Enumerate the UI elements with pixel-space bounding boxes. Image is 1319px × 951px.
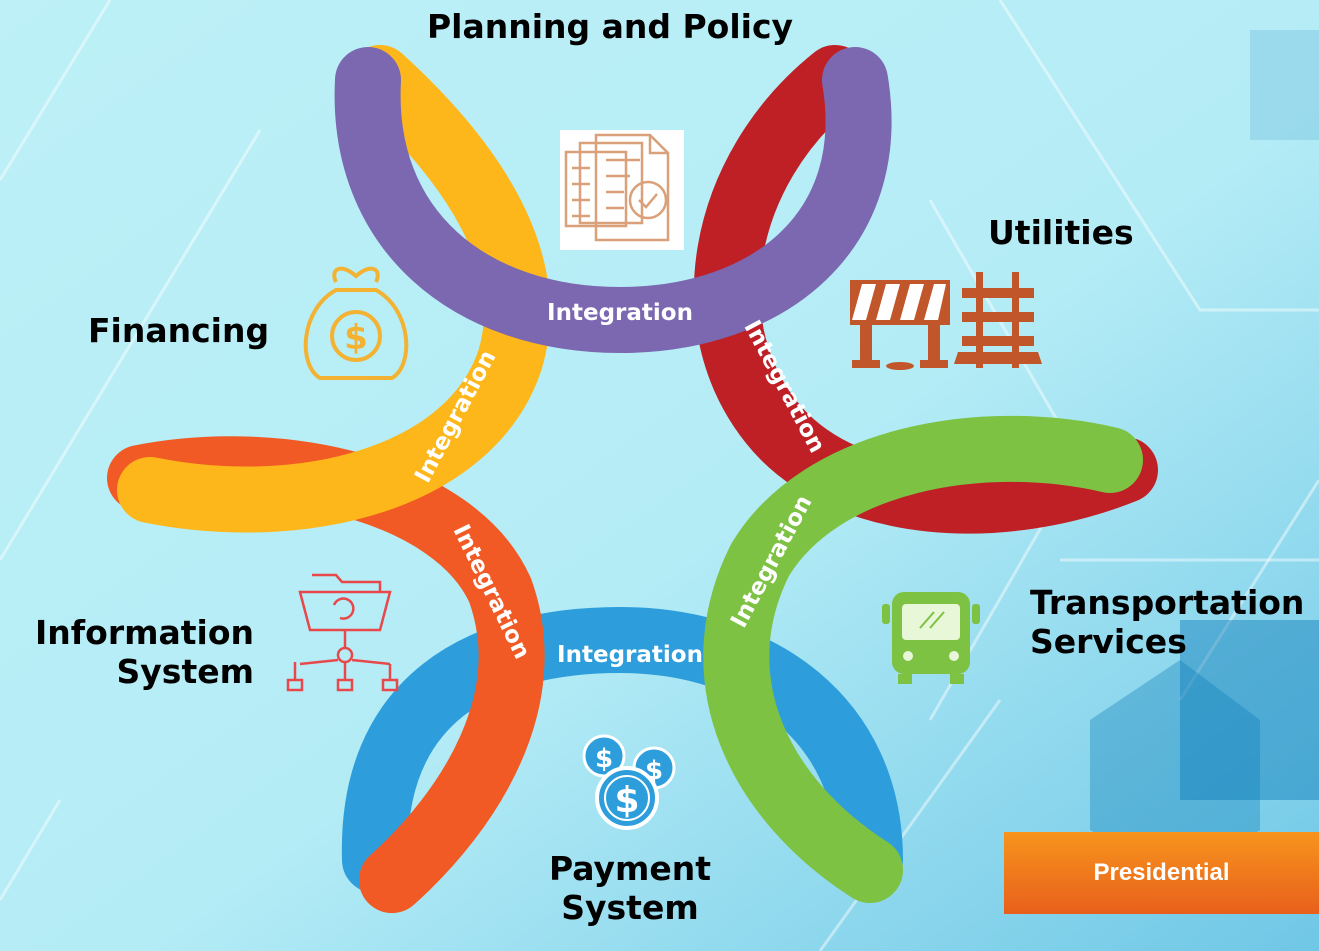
title-planning-policy: Planning and Policy [426, 7, 794, 46]
svg-text:$: $ [344, 318, 368, 358]
bus-icon [882, 592, 980, 684]
label-information-line2: System [116, 651, 254, 691]
ribbon-financing [117, 45, 551, 533]
svg-text:$: $ [595, 744, 613, 774]
label-utilities: Utilities [988, 213, 1134, 252]
folder-network-icon [286, 573, 399, 692]
label-payment-line1: Payment [548, 849, 712, 888]
ribbon-planning-policy [334, 47, 892, 354]
label-transportation-line2: Services [1030, 621, 1187, 661]
label-transportation-services: Transportation Services [1030, 583, 1305, 662]
money-bag-icon: $ [303, 266, 409, 380]
coins-icon: $ $ $ [582, 734, 676, 830]
label-financing: Financing [88, 311, 270, 350]
label-information-system: Information System [18, 613, 254, 692]
label-transportation-line1: Transportation [1030, 583, 1305, 622]
ribbon-information-overlap [359, 557, 545, 913]
ribbon-utilities [693, 45, 1158, 534]
integration-label-top: Integration [547, 300, 693, 326]
label-information-line1: Information [35, 613, 254, 652]
ribbon-payment-system [341, 606, 903, 893]
integration-label-bottom: Integration [557, 642, 703, 668]
documents-icon [560, 130, 684, 250]
svg-text:$: $ [614, 780, 639, 821]
label-payment-system: Payment System [510, 849, 750, 928]
presidential-badge: Presidential [1004, 832, 1319, 914]
background-hex-shapes [1090, 30, 1319, 880]
barrier-icon [850, 280, 950, 370]
rail-track-icon [954, 272, 1042, 368]
label-payment-line2: System [561, 887, 699, 927]
ribbon-transportation [703, 415, 1143, 903]
